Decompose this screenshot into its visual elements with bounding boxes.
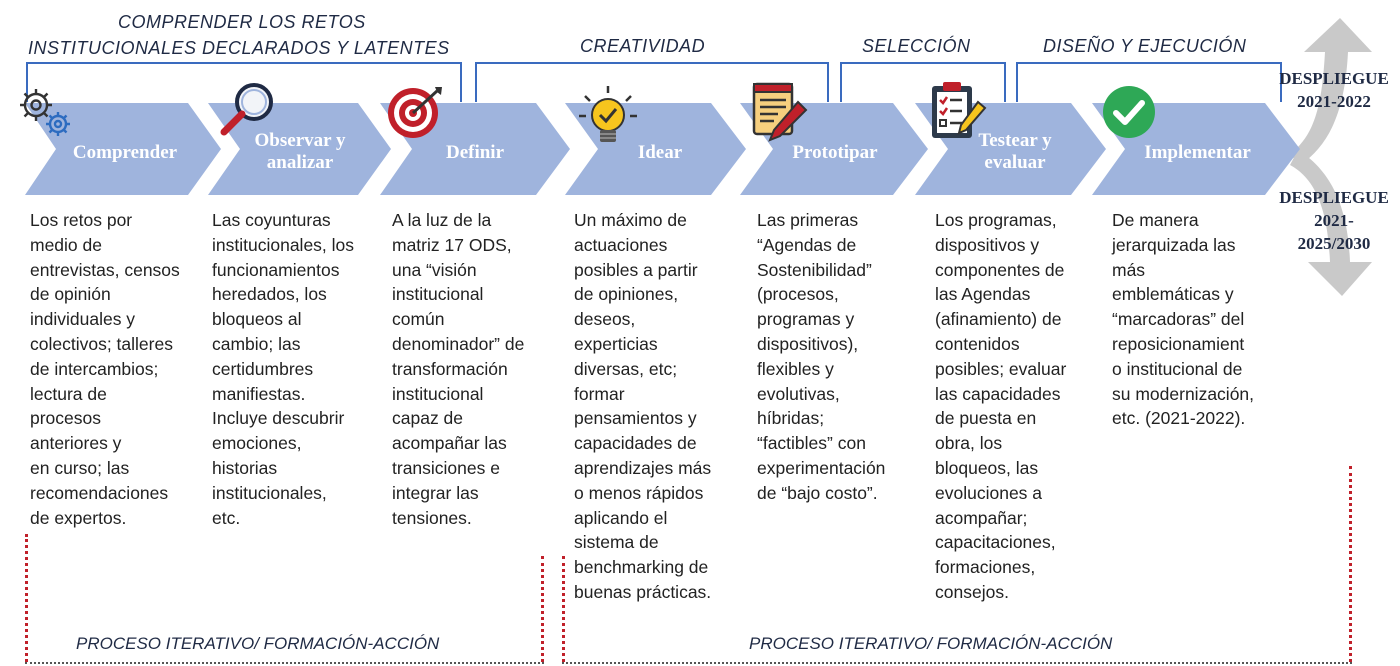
phase-bracket-seleccion [840,62,1006,102]
step-label-observar: Observar y analizar [254,130,346,173]
deploy-bottom-line2: 2021- [1314,211,1354,230]
step-label-prototipar: Prototipar [792,142,878,163]
deploy-top-line2: 2021-2022 [1297,92,1371,111]
phase-bracket-creatividad [475,62,829,102]
phase-title-comprender-line2: INSTITUCIONALES DECLARADOS Y LATENTES [28,38,450,58]
clipboard-checklist-icon [932,82,987,138]
chevron-row [25,103,1300,195]
iterative-frame-right-side [562,556,565,662]
check-circle-icon [1103,86,1155,138]
deploy-bottom-line3: 2025/2030 [1297,234,1371,253]
phase-bracket-comprender [26,62,462,102]
description-comprender: Los retos por medio de entrevistas, cens… [30,210,180,528]
deploy-bottom-line1: DESPLIEGUE [1279,188,1389,207]
description-idear: Un máximo de actuaciones posibles a part… [574,210,712,602]
iterative-frame-right-right-side [1349,466,1352,662]
deploy-label-top: DESPLIEGUE 2021-2022 [1270,67,1398,113]
step-label-implementar: Implementar [1144,142,1251,163]
document-pencil-icon [752,82,808,142]
iterative-label-left: PROCESO ITERATIVO/ FORMACIÓN-ACCIÓN [76,634,440,653]
description-testear: Los programas, dispositivos y componente… [935,210,1067,602]
iterative-label-right: PROCESO ITERATIVO/ FORMACIÓN-ACCIÓN [749,634,1113,653]
iterative-frame-left-right-side [541,556,544,662]
iterative-frame-left-side [25,534,28,662]
phase-title-comprender-line1: COMPRENDER LOS RETOS [118,12,366,32]
step-label-testear: Testear y evaluar [978,130,1052,173]
phase-title-creatividad: CREATIVIDAD [580,36,706,56]
chevron-comprender [25,103,221,195]
lightbulb-icon [579,86,637,142]
deploy-down-arrow [1290,150,1372,296]
chevron-observar [208,103,391,195]
phase-title-seleccion: SELECCIÓN [862,36,971,56]
description-observar: Las coyunturas institucionales, los func… [212,210,355,528]
description-implementar: De manera jerarquizada las más emblemáti… [1112,210,1255,429]
description-definir: A la luz de la matriz 17 ODS, una “visió… [392,210,525,528]
deploy-label-bottom: DESPLIEGUE 2021- 2025/2030 [1270,186,1398,255]
iterative-frame-left-bottom [25,662,544,664]
iterative-frame-right-bottom [562,662,1352,664]
step-label-idear: Idear [637,142,683,163]
gears-icon [20,89,70,136]
step-label-comprender: Comprender [72,142,178,163]
phase-bracket-diseno [1016,62,1282,102]
step-label-definir: Definir [445,142,505,163]
description-prototipar: Las primeras “Agendas de Sostenibilidad”… [757,210,886,503]
magnifier-icon [220,83,273,136]
target-icon [388,87,442,138]
deploy-top-line1: DESPLIEGUE [1279,69,1389,88]
phase-title-diseno: DISEÑO Y EJECUCIÓN [1043,36,1247,56]
deploy-up-arrow [1290,18,1372,165]
